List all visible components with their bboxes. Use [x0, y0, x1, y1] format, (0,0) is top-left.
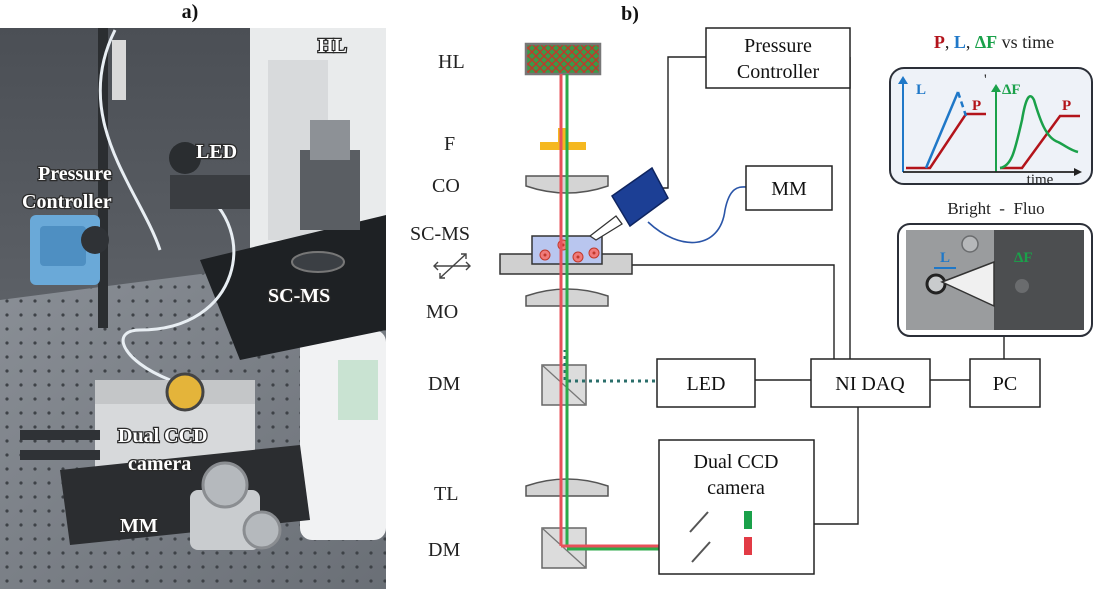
label-scms: SC-MS	[410, 223, 470, 245]
halogen-lamp	[524, 42, 602, 76]
photo-panel: a)	[0, 1, 386, 589]
panel-label-a: a)	[182, 1, 199, 23]
panel-label-b: b)	[621, 3, 639, 25]
ccd-box-label-1: Dual CCD	[694, 451, 779, 473]
ccd-box-label-2: camera	[707, 477, 765, 499]
mm-cable	[647, 186, 747, 244]
filter	[540, 128, 586, 150]
inset-mark-p1: P	[972, 98, 981, 114]
nidaq-box: NI DAQ	[810, 358, 931, 408]
dual-ccd-camera-box: Dual CCD camera	[658, 439, 815, 575]
label-dm-2: DM	[428, 539, 460, 561]
photo-label-ccd-2: camera	[128, 453, 191, 475]
label-mo: MO	[426, 301, 458, 323]
inset-plot: P, L, ΔF vs time L ΔF ' time P P	[889, 32, 1093, 188]
pressure-controller-box: Pressure Controller	[705, 27, 851, 89]
optics-labels: HL F CO SC-MS MO DM TL DM	[410, 51, 470, 561]
photo-label-mm: MM	[120, 515, 158, 537]
label-f: F	[444, 133, 455, 155]
inset-image-l: L	[940, 250, 950, 266]
inset-plot-title: P, L, ΔF vs time	[934, 32, 1054, 52]
photo-label-ccd-1: Dual CCD	[118, 425, 207, 447]
label-co: CO	[432, 175, 460, 197]
pc-box: PC	[969, 358, 1041, 408]
inset-time-label: time	[1027, 172, 1054, 188]
xy-stage-arrows	[433, 253, 471, 279]
photo-label-scms: SC-MS	[268, 285, 330, 307]
photo-label-pressure-1: Pressure	[38, 163, 112, 185]
mm-box-label: MM	[771, 178, 807, 200]
led-box: LED	[656, 358, 756, 408]
inset-axis-df: ΔF	[1002, 82, 1021, 98]
photo-label-led: LED	[196, 141, 237, 163]
led-box-label: LED	[687, 373, 726, 395]
inset-tick-mark: '	[984, 72, 987, 88]
inset-image-df: ΔF	[1014, 250, 1033, 266]
label-tl: TL	[434, 483, 458, 505]
inset-image: Bright - Fluo L ΔF	[897, 199, 1093, 337]
inset-axis-l: L	[916, 82, 926, 98]
photo-label-hl: HL	[318, 35, 347, 57]
led-excitation-path	[563, 350, 655, 383]
inset-mark-p2: P	[1062, 98, 1071, 114]
mm-box: MM	[745, 165, 833, 211]
inset-image-caption: Bright - Fluo	[947, 199, 1044, 218]
pressure-controller-label-1: Pressure	[744, 35, 812, 57]
label-hl: HL	[438, 51, 465, 73]
pc-box-label: PC	[993, 373, 1017, 395]
label-dm-1: DM	[428, 373, 460, 395]
micropipette	[588, 166, 669, 241]
pressure-controller-label-2: Controller	[737, 61, 820, 83]
nidaq-box-label: NI DAQ	[835, 373, 905, 395]
photo-label-pressure-2: Controller	[22, 191, 112, 213]
